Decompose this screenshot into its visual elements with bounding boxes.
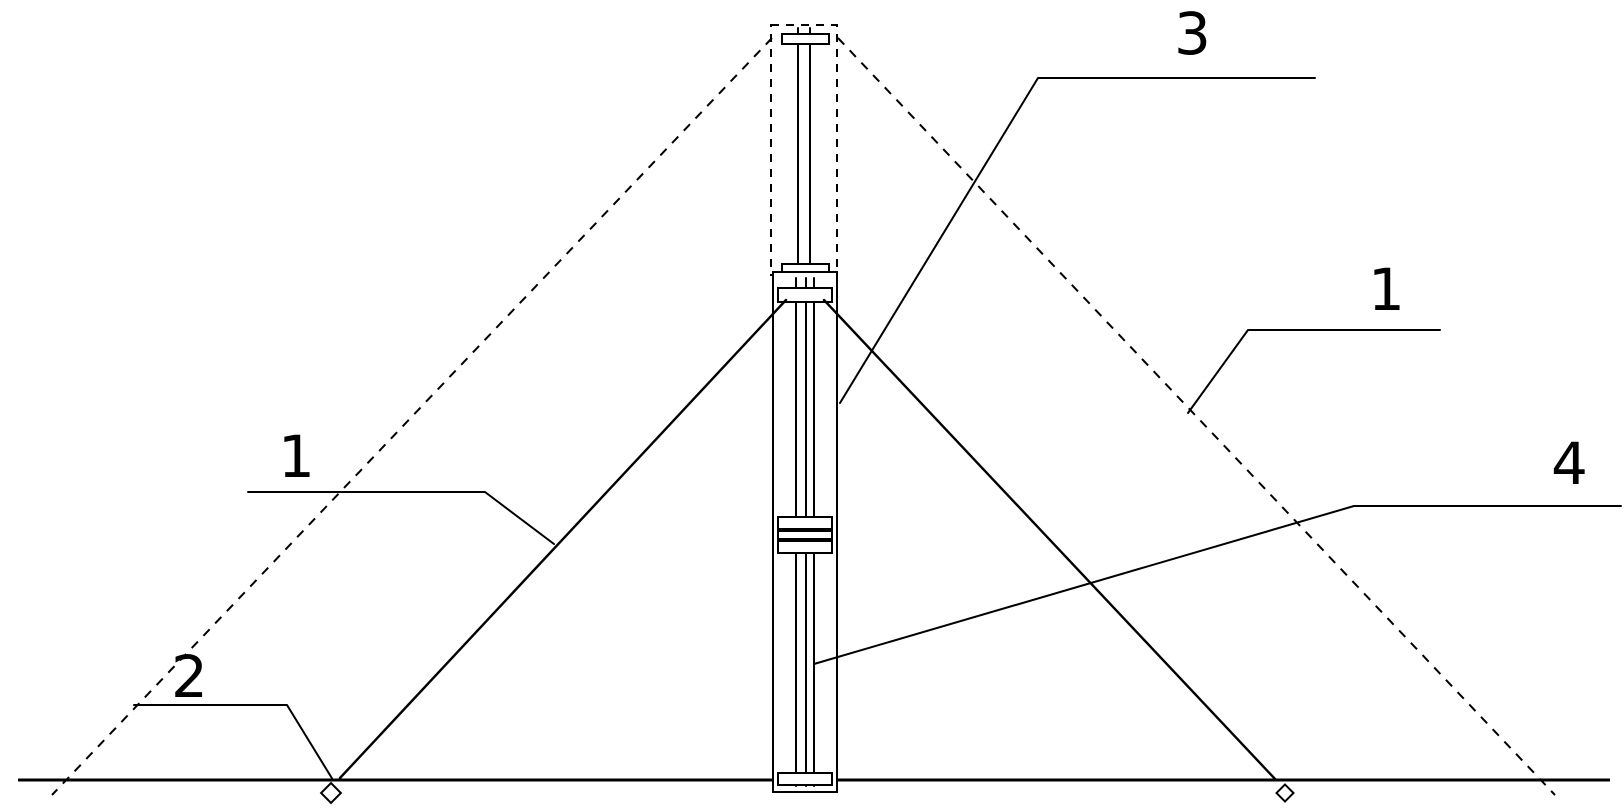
- ground-anchor-right: [1275, 783, 1295, 803]
- mast-base-block: [777, 772, 833, 786]
- callout-label-1-right: 1: [1368, 256, 1405, 324]
- dashed-guy-wire-right: [837, 37, 1556, 796]
- mast-middle-coupling-upper: [777, 516, 833, 530]
- mast-middle-coupling-lower: [777, 540, 833, 554]
- solid-guy-wire-right: [822, 298, 1278, 782]
- leader-line-4: [813, 505, 1622, 665]
- mast-middle-coupling-middle: [777, 530, 833, 540]
- leader-line-1-left: [247, 491, 555, 545]
- callout-label-1-left: 1: [278, 423, 315, 491]
- ground-anchor-left: [319, 781, 343, 805]
- top-cap-plate: [781, 33, 830, 45]
- mast-top-head-block: [777, 287, 833, 303]
- callout-label-3: 3: [1174, 0, 1211, 68]
- leader-line-3: [839, 77, 1316, 404]
- leader-line-2: [133, 704, 334, 781]
- callout-label-4: 4: [1551, 430, 1588, 498]
- dashed-guy-wire-left: [51, 37, 773, 796]
- callout-label-2: 2: [171, 643, 208, 711]
- dashed-upper-mast-outline: [770, 24, 838, 276]
- solid-guy-wire-left: [338, 298, 788, 780]
- leader-line-1-right: [1187, 329, 1441, 414]
